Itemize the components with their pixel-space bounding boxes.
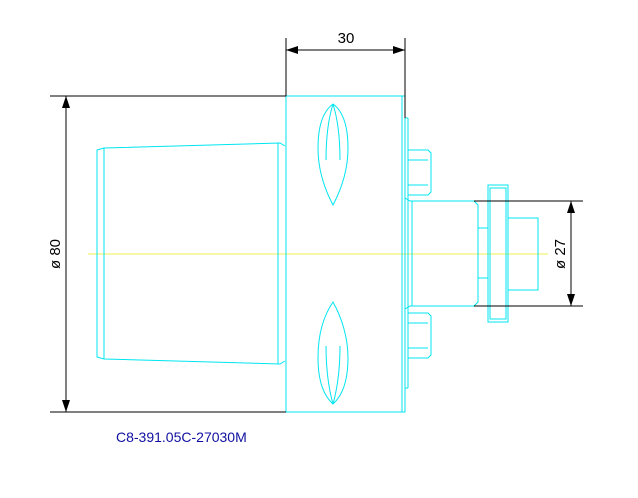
dimension-left-label: ø 80 [47,239,64,269]
boss-top [408,149,432,196]
dimension-top: 30 [285,30,406,118]
dimension-left: ø 80 [47,95,286,413]
flange-block [285,95,409,413]
lever-slot-bottom [317,301,349,405]
dimension-top-label: 30 [338,30,355,47]
dimension-right: ø 27 [474,200,583,307]
part-number-label: C8-391.05C-27030M [116,429,247,445]
left-body [96,142,286,365]
lever-slot-top [317,103,349,207]
boss-bottom [408,312,432,359]
dimension-right-label: ø 27 [552,239,569,269]
end-flange [487,184,539,323]
spindle [404,197,489,310]
